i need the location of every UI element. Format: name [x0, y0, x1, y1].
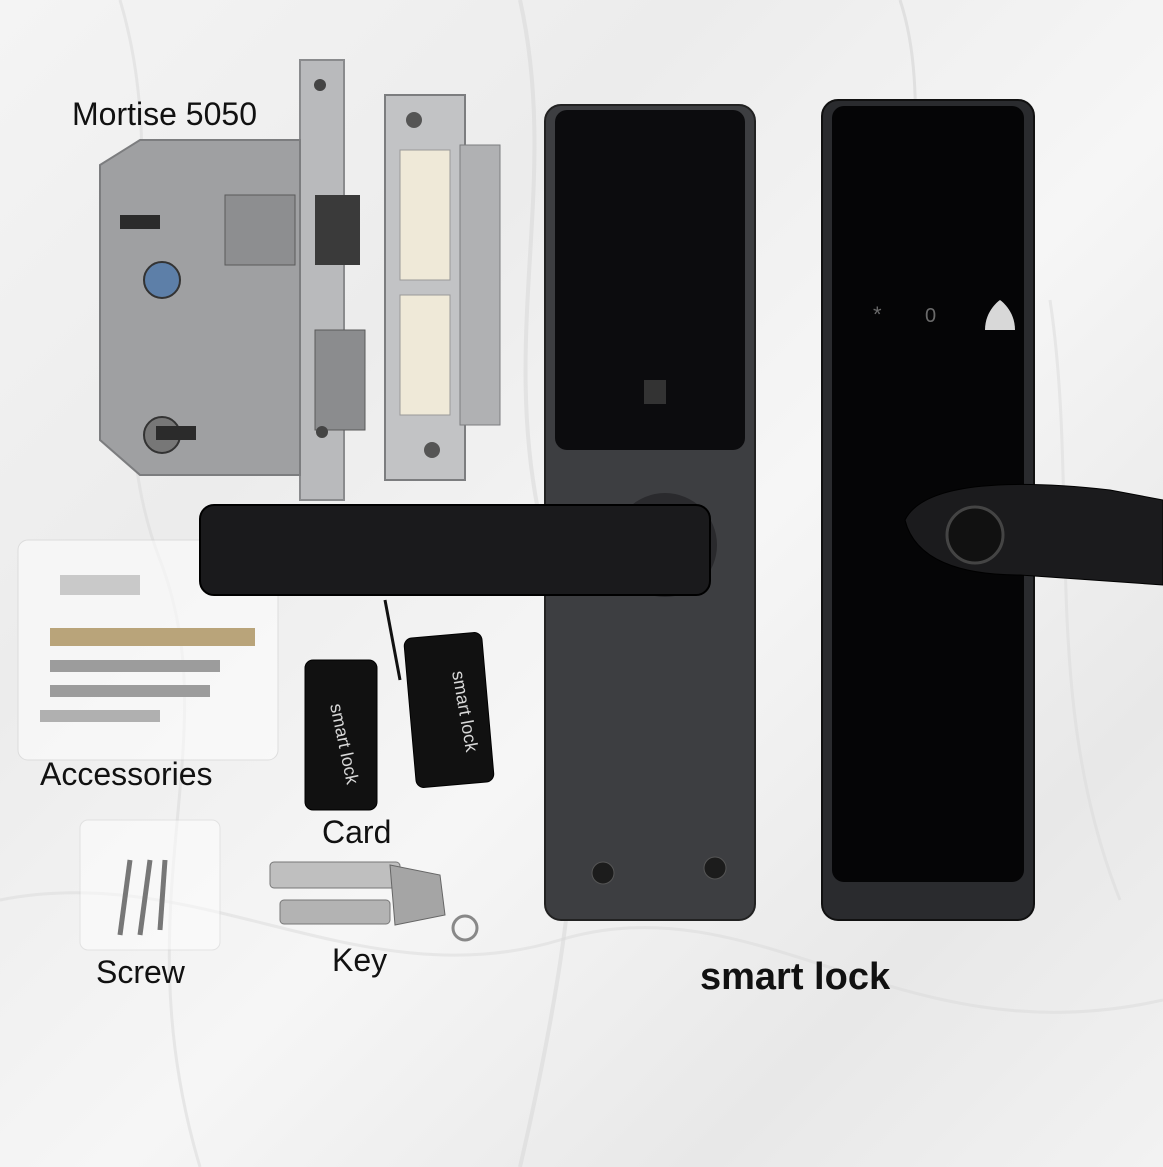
accessories-label: Accessories — [40, 756, 213, 792]
screw-bag — [79, 819, 221, 951]
mortise-label: Mortise 5050 — [72, 96, 257, 132]
svg-text:0: 0 — [925, 305, 936, 327]
exterior-lock-body — [199, 104, 756, 921]
smart-lock-keypad-body: * 0 — [821, 99, 1163, 921]
screw-label: Screw — [96, 954, 185, 990]
card-label: Card — [322, 814, 392, 850]
key-label: Key — [332, 942, 388, 978]
mortise-lock — [99, 59, 366, 501]
key-cards: smart lock smart lock — [304, 599, 495, 811]
svg-text:*: * — [873, 302, 882, 327]
strike-plate — [384, 94, 501, 481]
keys — [269, 861, 479, 942]
smart-lock-label: smart lock — [700, 956, 891, 998]
